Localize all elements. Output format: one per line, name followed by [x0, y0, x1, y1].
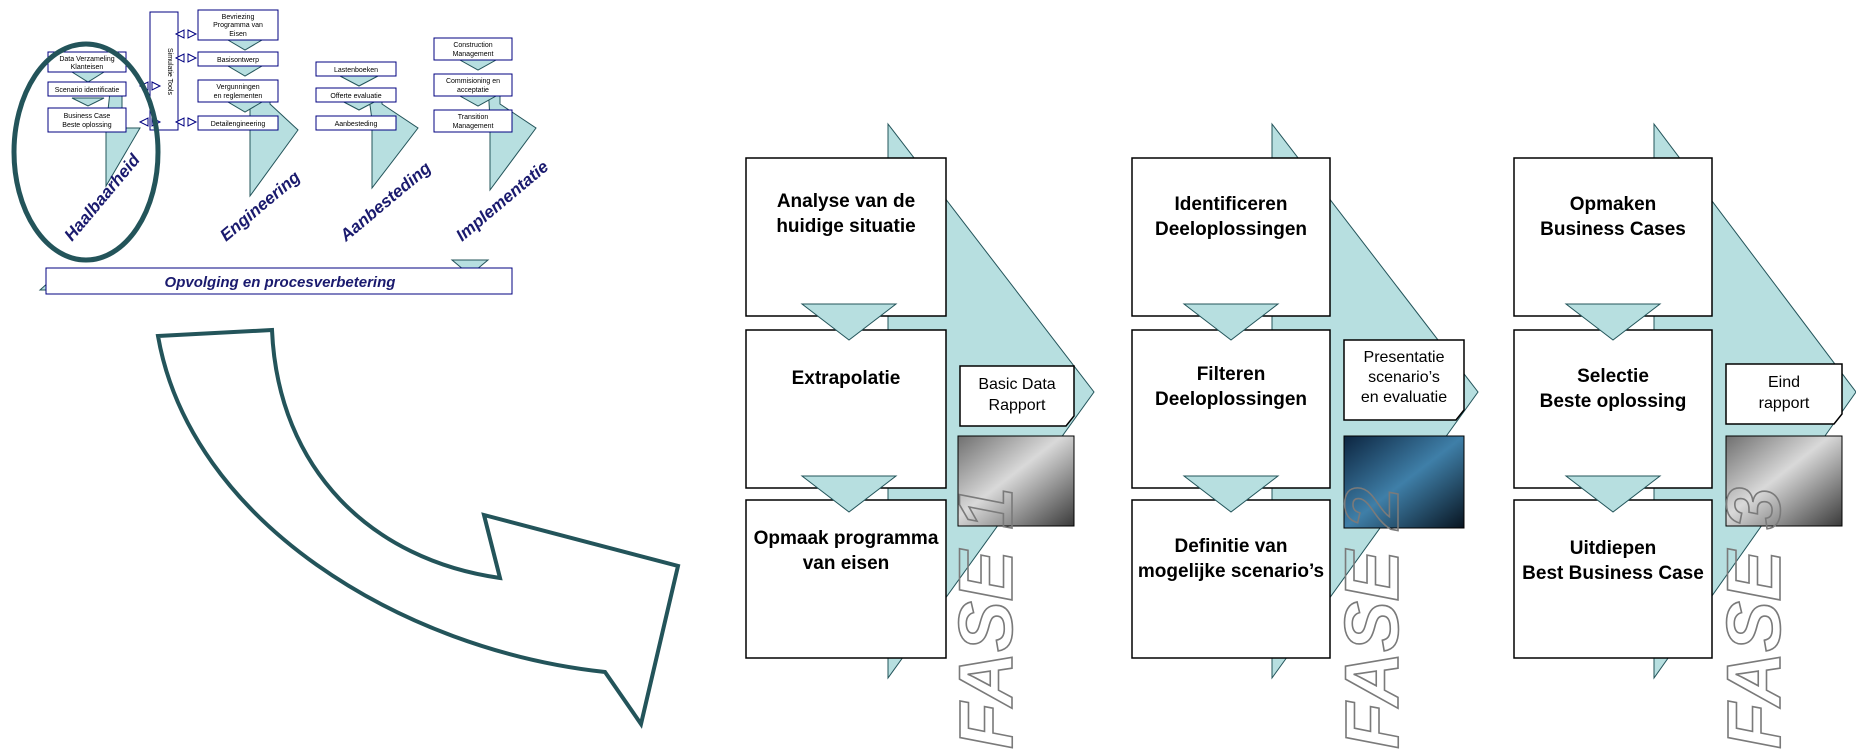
box-bevriezing-l1: Bevriezing	[222, 14, 255, 21]
box-construction-l2: Management	[453, 51, 494, 58]
fase-2-step-1-box	[1131, 157, 1331, 317]
fase-1-step-2-box	[745, 329, 947, 489]
fase-2-step-2-box	[1131, 329, 1331, 489]
overview-boxes	[47, 9, 513, 133]
box-business-case-l2: Beste oplossing	[62, 122, 112, 129]
fase-1-step-3-line-2: van eisen	[803, 553, 890, 574]
fase-2-step-2-line-1: Filteren	[1197, 364, 1266, 385]
box-bevriezing-l3: Eisen	[229, 31, 247, 38]
fase-1-connector-2	[800, 475, 898, 513]
fase-2-step-2-line-2: Deeloplossingen	[1155, 389, 1307, 410]
fase-3-deliverable-line-2: rapport	[1759, 395, 1810, 412]
opvolging-bar	[45, 267, 513, 295]
curved-arrow	[155, 327, 681, 729]
fase-2-step-3-line-1: Definitie van	[1175, 536, 1288, 557]
box-construction-l1: Construction	[453, 42, 492, 49]
box-offerte: Offerte evaluatie	[330, 93, 381, 100]
box-vergunningen-l1: Vergunningen	[216, 84, 259, 91]
box-basisontwerp: Basisontwerp	[217, 57, 259, 64]
box-transition-l1: Transition	[458, 114, 489, 121]
fase-1-deliverable-note	[959, 365, 1075, 427]
fase-1-vertical-label: FASE 1	[944, 487, 1029, 749]
fase-3-connector-1	[1564, 303, 1662, 341]
box-business-case-l1: Business Case	[64, 113, 111, 120]
fase-3-column: Opmaken Business Cases Selectie Beste op…	[1513, 122, 1856, 749]
fase-2-deliverable-line-3: en evaluatie	[1361, 389, 1447, 406]
box-detailengineering: Detailengineering	[211, 121, 266, 128]
fase-2-deliverable-note	[1343, 339, 1465, 421]
fase-2-step-1-line-2: Deeloplossingen	[1155, 219, 1307, 240]
fase-1-step-3-line-1: Opmaak programma	[754, 528, 939, 549]
box-data-verzameling-l1: Data Verzameling	[59, 56, 114, 63]
fase-2-step-1-line-1: Identificeren	[1175, 194, 1288, 215]
opvolging-label: Opvolging en procesverbetering	[165, 274, 396, 291]
overview-diagram: Simulatie Tools Data Verzameling	[11, 9, 552, 295]
fase-3-step-2-box	[1513, 329, 1713, 489]
box-vergunningen-l2: en reglementen	[214, 93, 263, 100]
fase-2-step-3-line-2: mogelijke scenario’s	[1138, 561, 1324, 582]
simulatie-tools-label: Simulatie Tools	[166, 48, 173, 95]
fase-2-photo	[1343, 435, 1465, 529]
fase-3-connector-2	[1564, 475, 1662, 513]
fase-1-step-3-box	[745, 499, 947, 659]
fase-3-step-1-line-2: Business Cases	[1540, 219, 1686, 240]
fase-3-step-1-line-1: Opmaken	[1570, 194, 1657, 215]
fase-2-column: Identificeren Deeloplossingen Filteren D…	[1131, 122, 1479, 749]
phase-label-haalbaarheid: Haalbaarheid	[61, 150, 145, 244]
fase-1-connector-1	[800, 303, 898, 341]
fase-3-deliverable-note	[1725, 363, 1843, 425]
box-scenario: Scenario identificatie	[55, 87, 120, 94]
fase-1-step-1-line-1: Analyse van de	[777, 191, 915, 212]
fase-2-connector-1	[1182, 303, 1280, 341]
fase-1-step-2-line-1: Extrapolatie	[792, 368, 901, 389]
fase-3-step-3-line-2: Best Business Case	[1522, 563, 1704, 584]
fase-2-vertical-label: FASE 2	[1330, 487, 1415, 749]
fase-2-connector-2	[1182, 475, 1280, 513]
overview-box-labels: Data Verzameling Klanteisen Scenario ide…	[55, 14, 500, 130]
box-aanbesteding: Aanbesteding	[335, 121, 378, 128]
fase-3-vertical-label: FASE 3	[1712, 487, 1797, 749]
box-commisioning-l1: Commisioning en	[446, 78, 500, 85]
fase-1-step-1-box	[745, 157, 947, 317]
box-data-verzameling-l2: Klanteisen	[71, 64, 104, 71]
box-transition-l2: Management	[453, 123, 494, 130]
fase-2-step-3-box	[1131, 499, 1331, 659]
fase-1-step-1-line-2: huidige situatie	[776, 216, 915, 237]
fase-3-step-2-line-1: Selectie	[1577, 366, 1649, 387]
haalbaarheid-highlight-ellipse	[11, 41, 161, 263]
fase-1-deliverable-line-2: Rapport	[989, 397, 1046, 414]
fase-2-deliverable-line-1: Presentatie	[1364, 349, 1445, 366]
fase-3-deliverable-line-1: Eind	[1768, 374, 1800, 391]
box-commisioning-l2: acceptatie	[457, 87, 489, 94]
fase-3-photo	[1725, 435, 1843, 527]
fase-1-photo	[957, 435, 1075, 527]
fase-2-deliverable-line-2: scenario’s	[1368, 369, 1440, 386]
fase-1-deliverable-line-1: Basic Data	[978, 376, 1055, 393]
box-lastenboeken: Lastenboeken	[334, 67, 378, 74]
fase-3-step-3-line-1: Uitdiepen	[1570, 538, 1657, 559]
fase-3-step-3-box	[1513, 499, 1713, 659]
fase-1-column: Analyse van de huidige situatie Extrapol…	[745, 122, 1095, 749]
fase-3-step-2-line-2: Beste oplossing	[1540, 391, 1687, 412]
box-bevriezing-l2: Programma van	[213, 22, 263, 29]
